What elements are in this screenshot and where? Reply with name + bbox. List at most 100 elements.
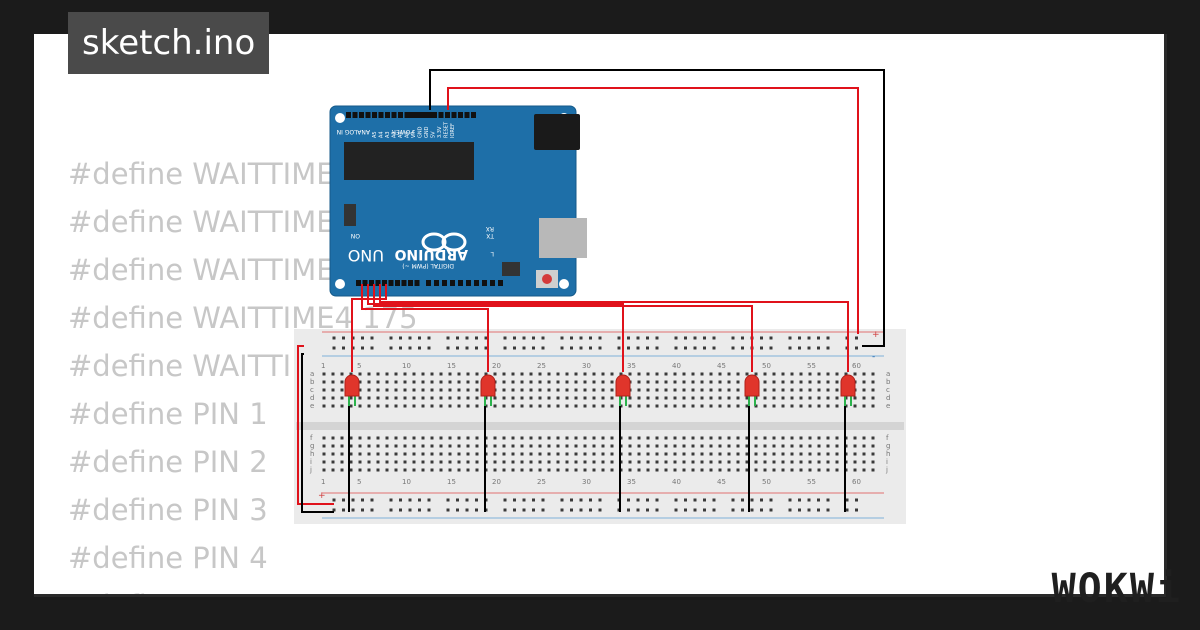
- digital-label: DIGITAL (PWM ~): [402, 262, 454, 269]
- wires[interactable]: [297, 69, 885, 513]
- rail-hole: [798, 336, 801, 340]
- breadboard-hole: [871, 388, 875, 392]
- breadboard-hole: [817, 436, 821, 440]
- breadboard-hole: [862, 372, 866, 376]
- breadboard-hole: [385, 396, 389, 400]
- rail-hole: [418, 346, 421, 350]
- breadboard-hole: [700, 468, 704, 472]
- breadboard-hole: [682, 444, 686, 448]
- breadboard-hole: [610, 380, 614, 384]
- header-pin: [426, 280, 431, 286]
- rail-hole: [399, 346, 402, 350]
- breadboard-hole: [781, 460, 785, 464]
- header-label: A3: [385, 131, 391, 138]
- header-pin: [442, 280, 447, 286]
- header-label: GND: [418, 126, 424, 138]
- breadboard-hole: [457, 380, 461, 384]
- column-numbers: 1155101015152020252530303535404045455050…: [321, 362, 861, 486]
- breadboard-hole: [727, 388, 731, 392]
- rail-hole: [361, 498, 364, 502]
- breadboard-hole: [835, 404, 839, 408]
- header-pin: [412, 112, 418, 118]
- breadboard-hole: [592, 388, 596, 392]
- rail-hole: [845, 498, 849, 502]
- breadboard-hole: [556, 436, 560, 440]
- wire-pin-2: [367, 284, 624, 372]
- led[interactable]: [744, 374, 760, 512]
- breadboard-hole: [502, 388, 506, 392]
- rail-hole: [579, 508, 583, 512]
- rail-hole: [788, 508, 792, 512]
- breadboard-hole: [754, 468, 758, 472]
- breadboard-hole: [772, 444, 776, 448]
- breadboard[interactable]: + - + 1155101015152020252530303535404045…: [294, 329, 906, 524]
- rail-hole: [655, 346, 659, 350]
- rail-hole: [342, 498, 345, 502]
- breadboard-hole: [583, 388, 587, 392]
- breadboard-hole: [682, 372, 686, 376]
- breadboard-hole: [385, 436, 389, 440]
- rail-plus-label-bottom: +: [318, 491, 326, 501]
- breadboard-hole: [466, 444, 470, 448]
- rail-hole: [532, 336, 535, 340]
- header-pin: [372, 112, 377, 118]
- header-pin: [425, 112, 431, 118]
- led[interactable]: [344, 374, 360, 512]
- breadboard-hole: [610, 436, 614, 440]
- breadboard-hole: [709, 452, 713, 456]
- led[interactable]: [615, 374, 631, 512]
- breadboard-hole: [592, 396, 596, 400]
- breadboard-hole: [655, 388, 659, 392]
- breadboard-hole: [718, 404, 722, 408]
- breadboard-hole: [745, 452, 749, 456]
- breadboard-hole: [655, 468, 659, 472]
- header-pin: [369, 280, 374, 286]
- breadboard-hole: [736, 452, 740, 456]
- breadboard-hole: [412, 460, 416, 464]
- breadboard-hole: [367, 460, 371, 464]
- arduino-uno-board[interactable]: ARDUINO UNO DIGITAL (PWM ~) POWER ANALOG…: [329, 105, 587, 297]
- breadboard-hole: [466, 404, 470, 408]
- header-pin: [434, 280, 439, 286]
- breadboard-hole: [340, 436, 344, 440]
- breadboard-hole: [664, 468, 668, 472]
- header-pin: [346, 112, 351, 118]
- breadboard-hole: [331, 372, 335, 376]
- breadboard-hole: [358, 388, 362, 392]
- breadboard-hole: [502, 444, 506, 448]
- breadboard-hole: [691, 380, 695, 384]
- breadboard-hole: [853, 372, 857, 376]
- rail-hole: [522, 346, 526, 350]
- breadboard-hole: [781, 372, 785, 376]
- rail-hole: [826, 498, 830, 502]
- breadboard-hole: [520, 452, 524, 456]
- rail-hole: [475, 508, 478, 512]
- breadboard-hole: [727, 468, 731, 472]
- breadboard-hole: [466, 468, 470, 472]
- rail-minus-label: -: [872, 352, 875, 362]
- breadboard-hole: [862, 380, 866, 384]
- breadboard-hole: [817, 468, 821, 472]
- rail-hole: [788, 336, 792, 340]
- led[interactable]: [480, 374, 496, 512]
- rail-hole: [769, 498, 773, 502]
- led[interactable]: [840, 374, 856, 512]
- breadboard-hole: [340, 404, 344, 408]
- breadboard-hole: [493, 396, 497, 400]
- breadboard-hole: [628, 396, 632, 400]
- rail-hole: [446, 336, 450, 340]
- indicator-tx: TX: [486, 232, 495, 239]
- sketch-title-tab[interactable]: sketch.ino: [68, 12, 270, 74]
- breadboard-hole: [376, 444, 380, 448]
- rail-hole: [532, 498, 535, 502]
- breadboard-hole: [538, 436, 542, 440]
- breadboard-hole: [412, 436, 416, 440]
- breadboard-hole: [367, 404, 371, 408]
- breadboard-hole: [664, 372, 668, 376]
- breadboard-hole: [322, 396, 326, 400]
- header-pin: [362, 280, 368, 286]
- breadboard-hole: [448, 468, 452, 472]
- rail-hole: [684, 498, 687, 502]
- breadboard-hole: [520, 380, 524, 384]
- breadboard-hole: [466, 388, 470, 392]
